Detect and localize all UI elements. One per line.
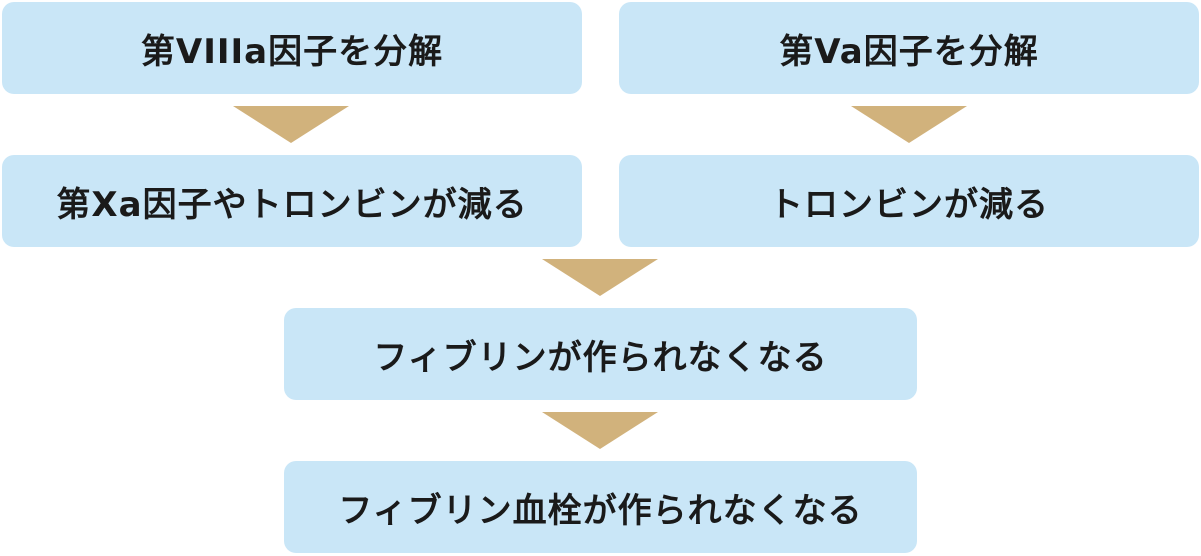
step-label-factor-viiia-breakdown: 第VIIIa因子を分解 — [140, 31, 444, 72]
step-label-fibrin-thrombus-not-formed: フィブリン血栓が作られなくなる — [338, 490, 863, 531]
step-label-fibrin-not-formed: フィブリンが作られなくなる — [373, 337, 828, 378]
step-box-thrombin-decrease: トロンビンが減る — [619, 155, 1199, 247]
step-label-thrombin-decrease: トロンビンが減る — [769, 184, 1049, 225]
step-label-factor-xa-thrombin-decrease: 第Xa因子やトロンビンが減る — [56, 184, 528, 225]
step-box-fibrin-thrombus-not-formed: フィブリン血栓が作られなくなる — [284, 461, 917, 553]
step-label-factor-va-breakdown: 第Va因子を分解 — [779, 31, 1039, 72]
arrow-down-left-1 — [233, 106, 349, 143]
step-box-factor-xa-thrombin-decrease: 第Xa因子やトロンビンが減る — [2, 155, 582, 247]
step-box-factor-viiia-breakdown: 第VIIIa因子を分解 — [2, 2, 582, 94]
arrow-down-center-1 — [542, 259, 658, 296]
step-box-factor-va-breakdown: 第Va因子を分解 — [619, 2, 1199, 94]
arrow-down-center-2 — [542, 412, 658, 449]
step-box-fibrin-not-formed: フィブリンが作られなくなる — [284, 308, 917, 400]
arrow-down-right-1 — [851, 106, 967, 143]
